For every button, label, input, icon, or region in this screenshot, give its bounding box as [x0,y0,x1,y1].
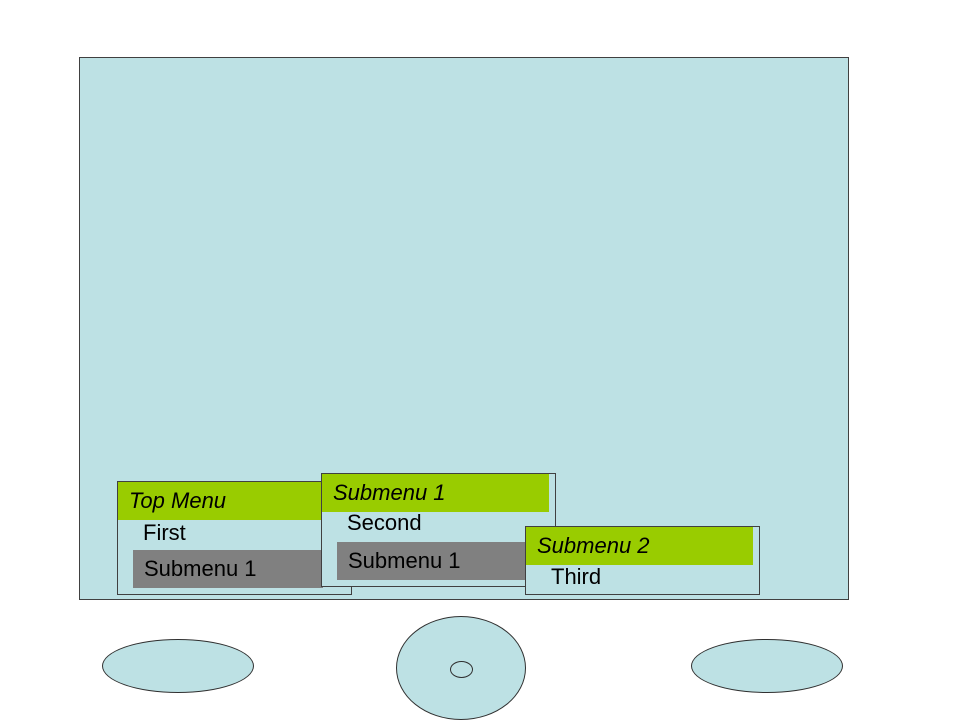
top-menu-panel: Top Menu First Submenu 1 [117,481,352,595]
submenu-1-panel: Submenu 1 Second Submenu 1 [321,473,556,587]
submenu-2-panel: Submenu 2 Third [525,526,760,595]
menu-item-submenu-1-nested[interactable]: Submenu 1 [337,542,527,580]
menu-item-submenu-1[interactable]: Submenu 1 [133,550,323,588]
dial-center-icon [450,661,473,678]
menu-item-first[interactable]: First [143,520,186,545]
submenu-2-title: Submenu 2 [526,527,753,565]
submenu-1-title: Submenu 1 [322,474,549,512]
menu-item-third[interactable]: Third [551,564,602,589]
right-oval-button[interactable] [691,639,843,693]
top-menu-title: Top Menu [118,482,322,520]
menu-item-second[interactable]: Second [347,510,422,535]
left-oval-button[interactable] [102,639,254,693]
